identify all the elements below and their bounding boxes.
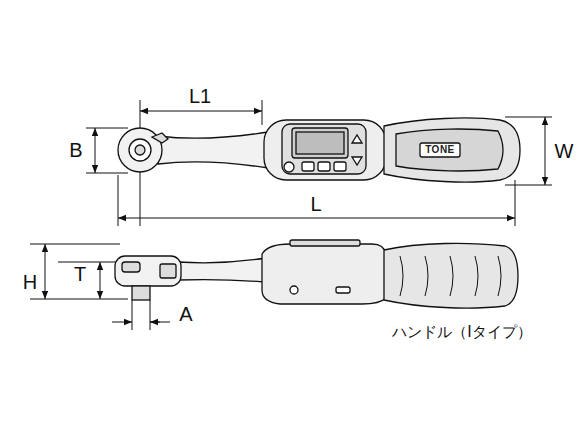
grip-groove [450, 256, 453, 296]
dimension-label: T [72, 263, 88, 285]
grip-groove [400, 256, 403, 296]
dimension-label: B [67, 139, 84, 161]
brand-logo: TONE [423, 144, 457, 156]
grip-groove [498, 256, 501, 296]
grip-groove [475, 256, 478, 296]
variant-note: ハンドル（Iタイプ） [390, 324, 533, 341]
dimension-label: L [308, 193, 323, 215]
dimension-label: H [21, 271, 39, 293]
dimension-label: W [553, 140, 576, 162]
dimension-label: A [177, 303, 194, 325]
dimension-label: L1 [187, 85, 213, 107]
grip-groove [425, 256, 428, 296]
